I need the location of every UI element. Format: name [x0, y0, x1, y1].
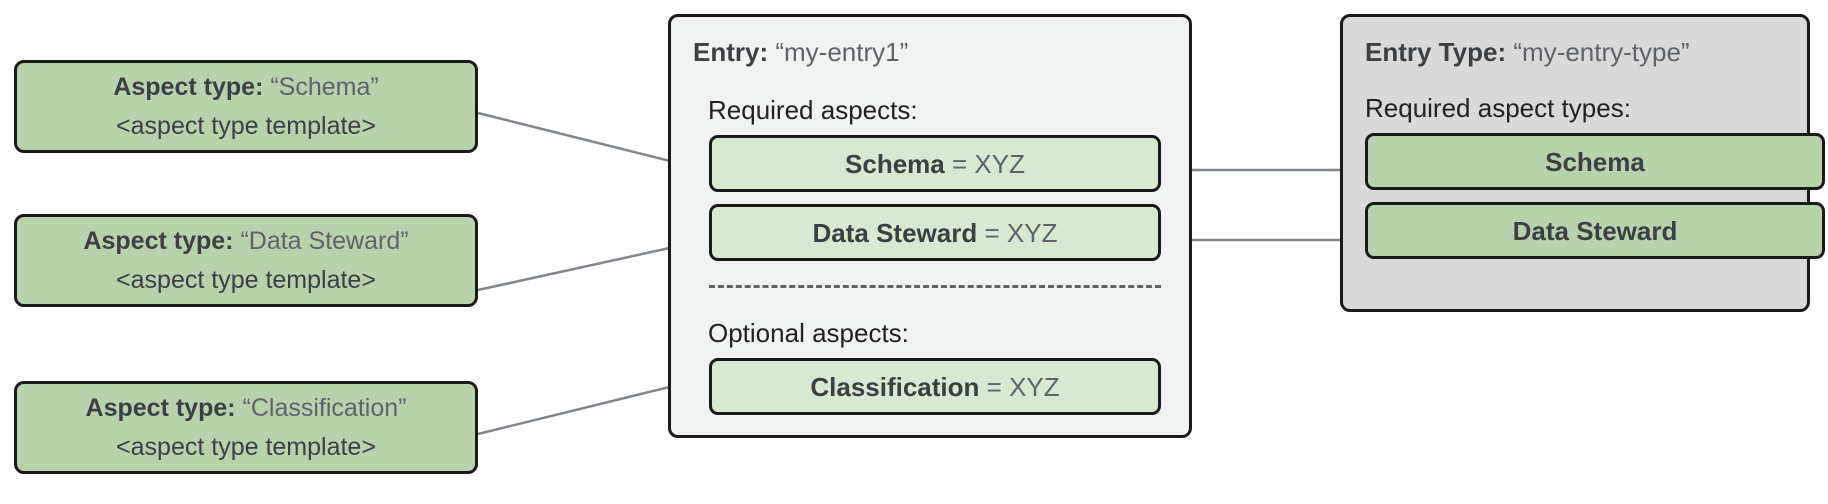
entry-type-label: Entry Type: — [1365, 37, 1507, 67]
entry-type-panel[interactable]: Entry Type: “my-entry-type” Required asp… — [1340, 14, 1825, 312]
aspect-type-card-classification[interactable]: Aspect type: “Classification” <aspect ty… — [14, 381, 478, 474]
entry-name: “my-entry1” — [775, 37, 909, 67]
aspect-chip-value: = XYZ — [951, 148, 1025, 179]
aspect-type-template: <aspect type template> — [116, 265, 376, 294]
aspect-type-name: “Classification” — [242, 393, 407, 422]
entry-type-name: “my-entry-type” — [1513, 37, 1690, 67]
entry-type-title: Entry Type: “my-entry-type” — [1365, 39, 1807, 65]
entry-panel[interactable]: Entry: “my-entry1” Required aspects: Sch… — [668, 14, 1192, 438]
required-aspect-types-label: Required aspect types: — [1365, 93, 1631, 123]
required-aspects-label: Required aspects: — [708, 95, 918, 125]
entry-title: Entry: “my-entry1” — [693, 39, 1189, 65]
aspect-chip-name: Data Steward — [812, 217, 978, 248]
required-aspect-type-chip-data-steward[interactable]: Data Steward — [1365, 202, 1825, 259]
aspect-type-title: Aspect type: “Classification” — [85, 393, 407, 422]
aspect-type-title: Aspect type: “Schema” — [113, 72, 379, 101]
entry-label: Entry: — [693, 37, 769, 67]
required-aspect-chip-data-steward[interactable]: Data Steward = XYZ — [709, 204, 1161, 261]
required-aspect-type-chip-schema[interactable]: Schema — [1365, 133, 1825, 190]
aspect-type-label: Aspect type: — [85, 393, 236, 422]
aspect-type-label: Aspect type: — [113, 72, 264, 101]
aspect-chip-value: = XYZ — [986, 371, 1060, 402]
optional-aspect-chip-classification[interactable]: Classification = XYZ — [709, 358, 1161, 415]
aspect-chip-value: = XYZ — [984, 217, 1058, 248]
aspect-type-name: “Schema” — [270, 72, 379, 101]
aspect-type-card-schema[interactable]: Aspect type: “Schema” <aspect type templ… — [14, 60, 478, 153]
aspect-type-card-data-steward[interactable]: Aspect type: “Data Steward” <aspect type… — [14, 214, 478, 307]
aspect-chip-name: Classification — [810, 371, 980, 402]
required-optional-divider — [709, 285, 1161, 288]
optional-aspects-label: Optional aspects: — [708, 318, 909, 348]
aspect-type-template: <aspect type template> — [116, 432, 376, 461]
aspect-type-label: Aspect type: — [83, 226, 234, 255]
aspect-chip-name: Schema — [845, 148, 945, 179]
aspect-type-template: <aspect type template> — [116, 111, 376, 140]
aspect-type-name: “Data Steward” — [240, 226, 409, 255]
required-aspect-chip-schema[interactable]: Schema = XYZ — [709, 135, 1161, 192]
aspect-type-title: Aspect type: “Data Steward” — [83, 226, 409, 255]
